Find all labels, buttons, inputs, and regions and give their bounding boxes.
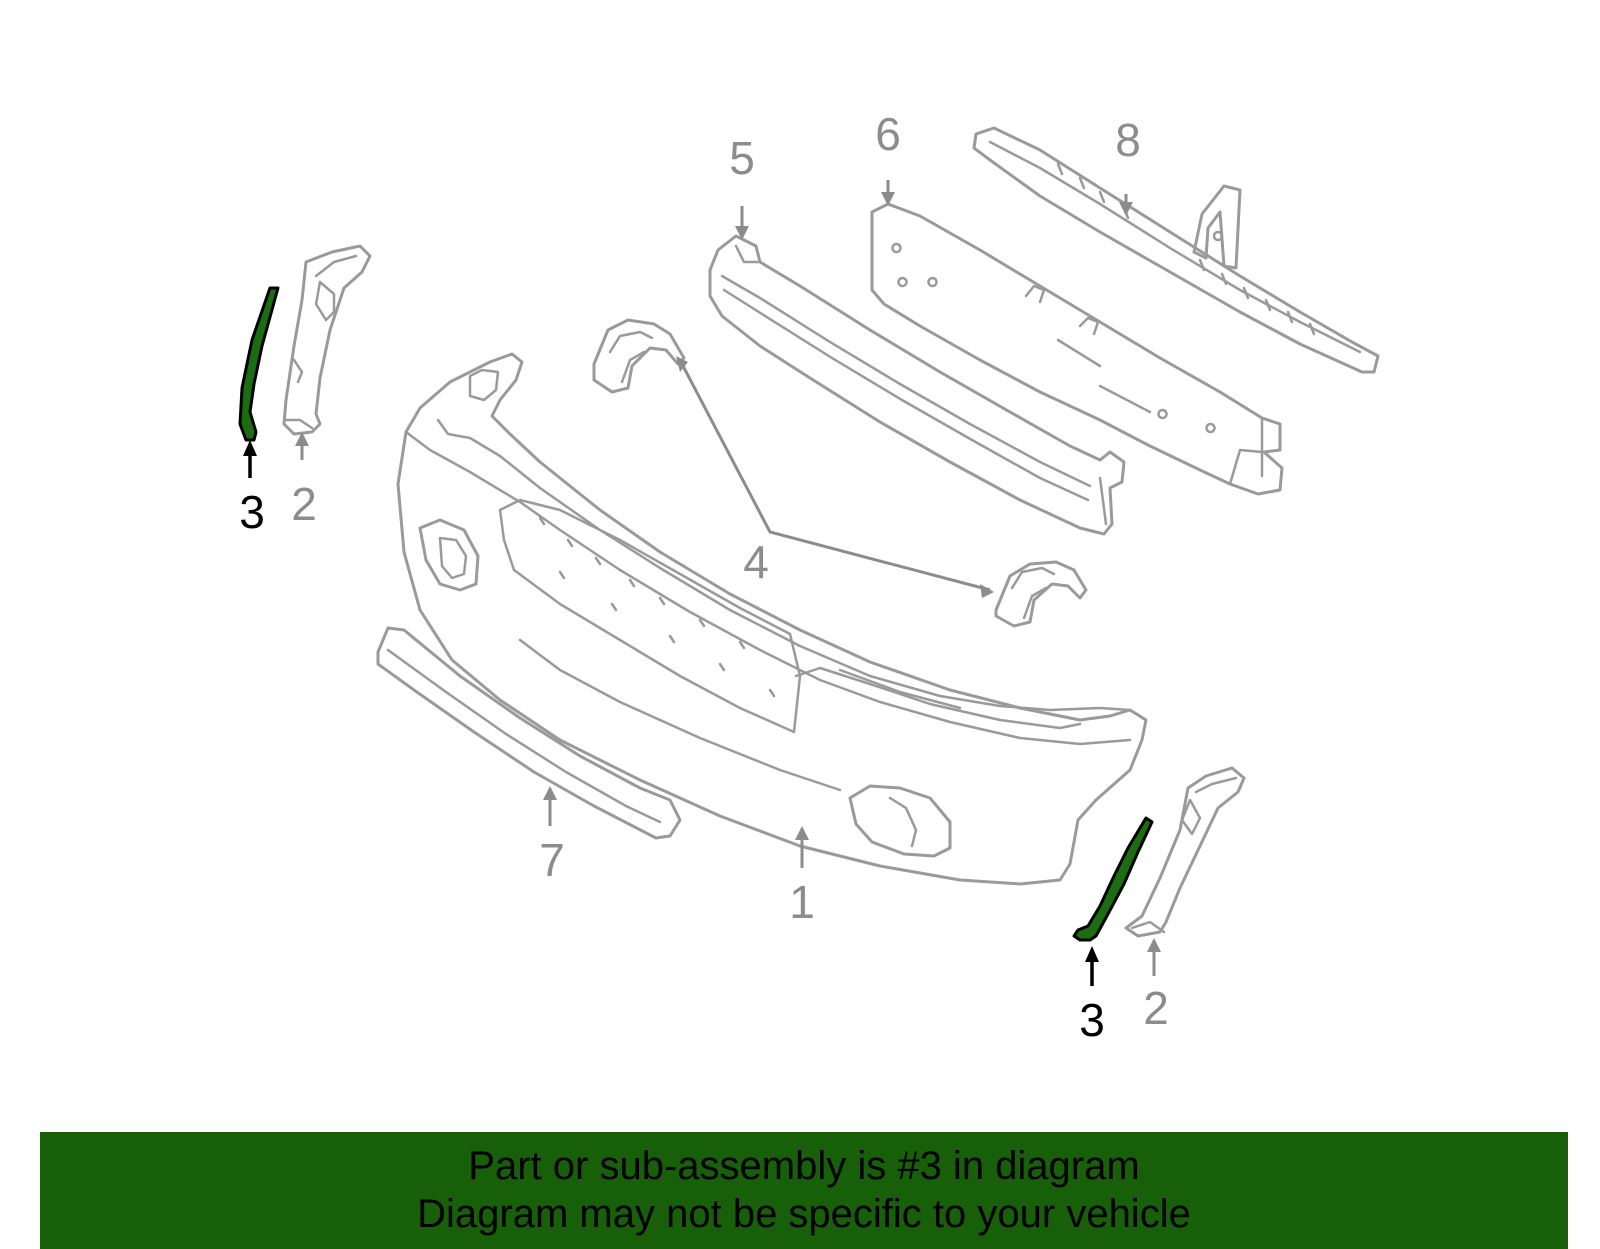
molding-right-highlight[interactable]: [1072, 816, 1154, 942]
callout-8-label: 8: [1115, 114, 1141, 166]
bumper-cover-part[interactable]: [396, 352, 1148, 886]
callout-1-label: 1: [789, 876, 815, 928]
absorber-part[interactable]: [870, 202, 1284, 496]
callout-3-right-label: 3: [1079, 994, 1105, 1046]
reinforcement-part[interactable]: [972, 126, 1380, 374]
callout-2-left-label: 2: [291, 478, 317, 530]
callout-2-right-label: 2: [1143, 982, 1169, 1034]
valance-part[interactable]: [376, 626, 682, 840]
callout-6-label: 6: [875, 108, 901, 160]
footer-banner: Part or sub-assembly is #3 in diagram Di…: [40, 1132, 1568, 1249]
retainer-part-lower[interactable]: [994, 560, 1088, 628]
footer-line-2: Diagram may not be specific to your vehi…: [417, 1192, 1191, 1236]
bracket-right-part[interactable]: [1124, 766, 1246, 938]
bracket-left-part[interactable]: [282, 244, 372, 436]
highlight-callout-arrows: [243, 440, 1099, 986]
callout-5-label: 5: [729, 132, 755, 184]
callout-3-left-label: 3: [239, 486, 265, 538]
callout-4-label: 4: [743, 536, 769, 588]
callout-7-label: 7: [539, 834, 565, 886]
callout-arrows: [295, 180, 1161, 976]
molding-left-highlight[interactable]: [238, 286, 280, 442]
footer-line-1: Part or sub-assembly is #3 in diagram: [468, 1144, 1140, 1188]
upper-absorber-part[interactable]: [708, 234, 1126, 536]
retainer-part-upper[interactable]: [592, 318, 686, 394]
